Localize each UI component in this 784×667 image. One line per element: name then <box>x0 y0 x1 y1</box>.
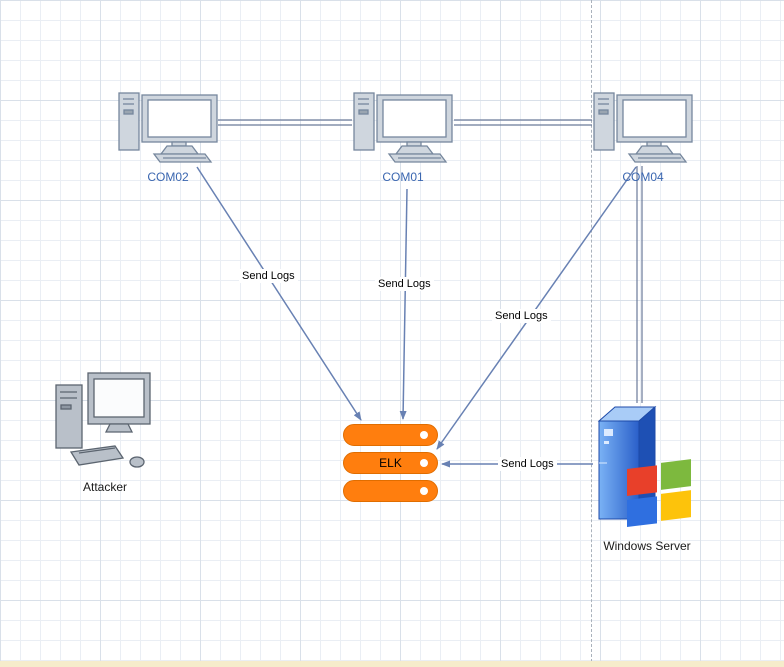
elk-server-bar <box>343 452 438 474</box>
computer-icon <box>593 92 693 163</box>
edge-label-send-logs-windows-server[interactable]: Send Logs <box>498 457 557 471</box>
windows-logo-icon <box>627 459 691 527</box>
link-com04-windows-server[interactable] <box>636 166 643 403</box>
server-led-dot <box>420 459 428 467</box>
node-label-com02: COM02 <box>147 170 189 184</box>
windows-server-icon <box>597 405 691 527</box>
computer-icon <box>353 92 453 163</box>
edge-label-send-logs-com04[interactable]: Send Logs <box>492 309 551 323</box>
edge-com04-elk[interactable] <box>436 166 637 450</box>
elk-server-bar <box>343 424 438 446</box>
node-windows-server[interactable]: Windows Server <box>597 401 697 553</box>
node-label-elk: ELK <box>379 456 402 470</box>
node-label-com04: COM04 <box>622 170 664 184</box>
node-com04[interactable]: COM04 <box>593 92 693 184</box>
canvas-bottom-edge-strip <box>0 661 784 667</box>
node-label-windows-server: Windows Server <box>603 539 691 553</box>
link-com02-com01[interactable] <box>218 119 352 126</box>
server-led-dot <box>420 431 428 439</box>
node-com02[interactable]: COM02 <box>118 92 218 184</box>
edge-label-send-logs-com01[interactable]: Send Logs <box>375 277 434 291</box>
link-com01-com04[interactable] <box>454 119 592 126</box>
server-led-dot <box>420 487 428 495</box>
node-label-attacker: Attacker <box>82 480 127 494</box>
attacker-workstation-icon <box>55 372 151 468</box>
node-elk[interactable]: ELK <box>343 424 438 502</box>
page-boundary-dashed-line <box>591 0 592 667</box>
node-com01[interactable]: COM01 <box>353 92 453 184</box>
edge-label-send-logs-com02[interactable]: Send Logs <box>239 269 298 283</box>
node-attacker[interactable]: Attacker <box>55 372 155 494</box>
computer-icon <box>118 92 218 163</box>
elk-server-bar <box>343 480 438 502</box>
node-label-com01: COM01 <box>382 170 424 184</box>
edge-com02-elk[interactable] <box>196 166 362 421</box>
edge-com01-elk[interactable] <box>399 188 408 420</box>
